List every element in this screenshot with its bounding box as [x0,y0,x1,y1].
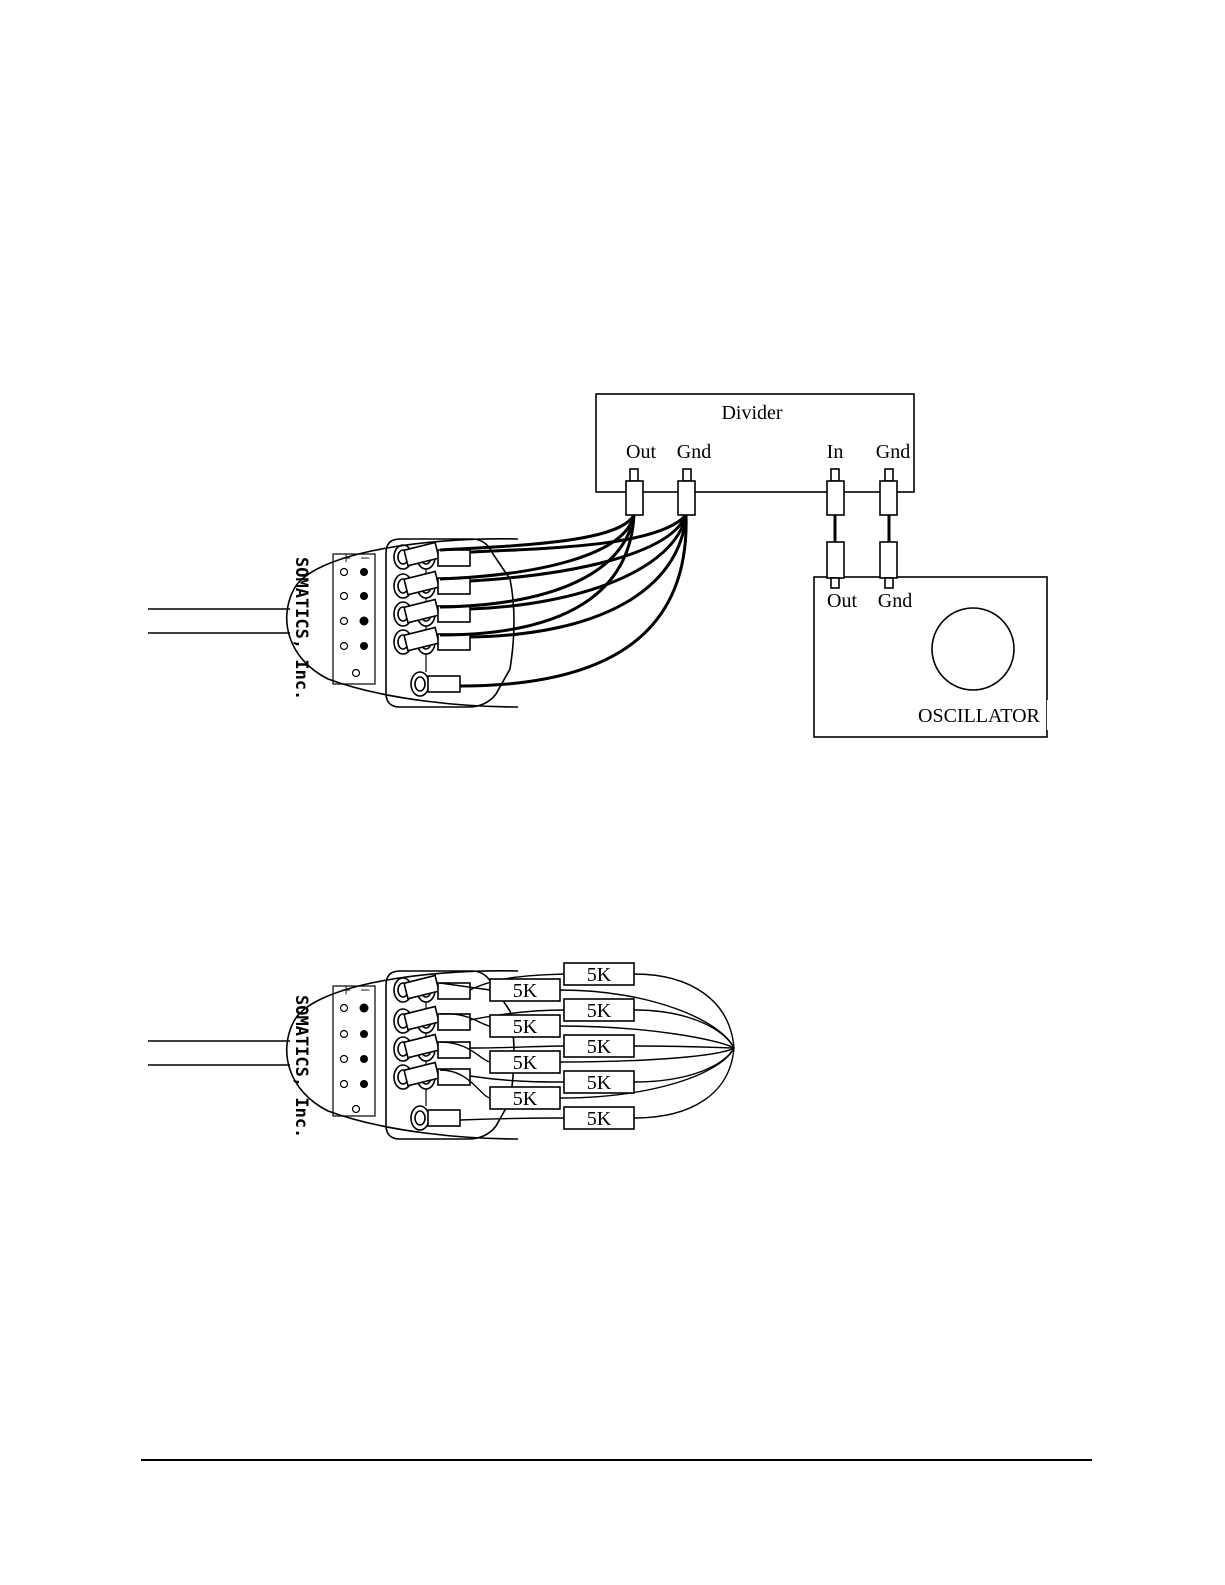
resistor-9: 5K [564,1107,634,1130]
resistor-6: 5K [490,1051,560,1074]
divider-gnd-label: Gnd [677,441,711,463]
brand-label: SOMATICS, Inc. [291,557,311,700]
resistor-label: 5K [513,980,538,1002]
divider-out-label: Out [626,441,656,463]
resistor-label: 5K [587,1072,612,1094]
divider-gnd2-label: Gnd [876,441,910,463]
electrode-device-a: + − SOMATICS, Inc. [148,539,518,707]
resistor-label: 5K [513,1016,538,1038]
oscillator-out-label: Out [827,590,857,612]
resistor-3: 5K [564,999,634,1022]
resistor-5: 5K [564,1035,634,1058]
resistor-8: 5K [490,1087,560,1110]
oscillator-gnd-label: Gnd [878,590,912,612]
resistor-2: 5K [490,979,560,1002]
resistor-4: 5K [490,1015,560,1038]
resistor-label: 5K [513,1088,538,1110]
minus-sign: − [360,980,370,1000]
resistor-1: 5K [564,963,634,986]
plugs [404,975,470,1126]
plus-sign: + [341,548,351,568]
divider-in-label: In [827,441,844,463]
resistor-7: 5K [564,1071,634,1094]
terminal-dots [341,568,369,677]
lead-wires-a [440,515,686,686]
resistor-label: 5K [587,964,612,986]
plugs [404,542,470,692]
oscillator-title: OSCILLATOR [918,705,1041,727]
resistor-label: 5K [587,1108,612,1130]
terminal-dots [341,1004,369,1113]
resistor-label: 5K [513,1052,538,1074]
resistor-label: 5K [587,1036,612,1058]
figure-a: Divider Out Gnd In Gnd OSCILLATOR Out Gn… [148,394,1067,737]
figure-b: + − SOMATICS, Inc. [148,963,734,1139]
resistor-label: 5K [587,1000,612,1022]
electrode-device-b: + − SOMATICS, Inc. [148,971,518,1139]
divider-title: Divider [721,402,782,424]
oscillator-title-crop [1047,700,1067,730]
plus-sign: + [341,980,351,1000]
brand-label: SOMATICS, Inc. [291,995,311,1138]
minus-sign: − [360,548,370,568]
